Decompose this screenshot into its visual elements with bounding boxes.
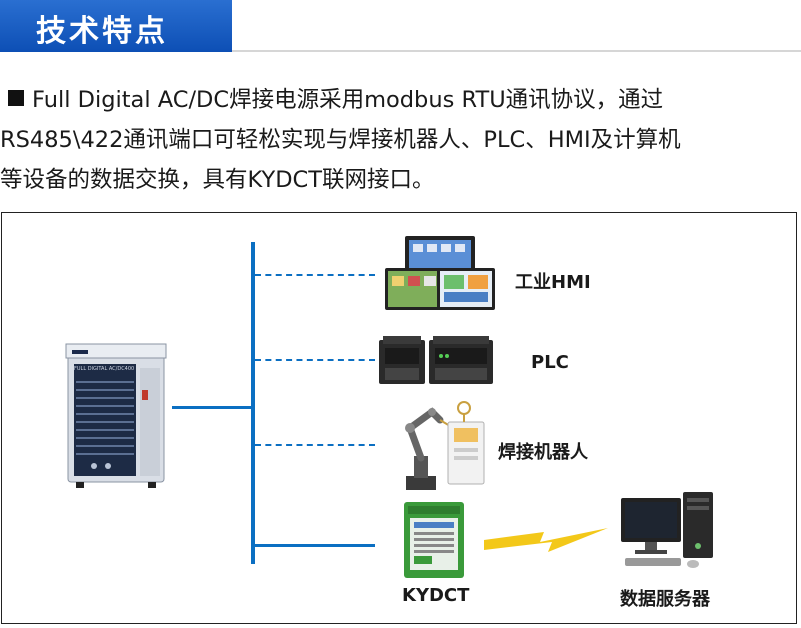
welder-brand-text: FULL DIGITAL AC/DC400 bbox=[74, 366, 135, 372]
wireless-link-lightning-icon bbox=[484, 528, 608, 552]
data-server-icon bbox=[621, 492, 713, 568]
section-title: 技术特点 bbox=[36, 14, 168, 49]
plc-icon bbox=[379, 336, 493, 384]
description-line-1: Full Digital AC/DC焊接电源采用modbus RTU通讯协议，通… bbox=[0, 80, 801, 120]
description-line-3: 等设备的数据交换，具有KYDCT联网接口。 bbox=[0, 167, 435, 193]
square-bullet-icon bbox=[8, 90, 24, 106]
network-diagram-frame bbox=[1, 212, 797, 624]
kydct-label: KYDCT bbox=[402, 585, 470, 606]
hmi-dashed-link bbox=[255, 274, 375, 276]
description-line-2: RS485\422通讯端口可轻松实现与焊接机器人、PLC、HMI及计算机 bbox=[0, 127, 681, 153]
communication-bus-line bbox=[251, 242, 255, 564]
kydct-solid-link bbox=[255, 544, 375, 547]
hmi-label: 工业HMI bbox=[515, 272, 591, 293]
header-divider bbox=[232, 50, 801, 52]
robot-label: 焊接机器人 bbox=[498, 442, 588, 463]
kydct-module-icon bbox=[404, 502, 464, 578]
power-source-link bbox=[172, 406, 253, 409]
plc-dashed-link bbox=[255, 359, 375, 361]
welding-robot-icon bbox=[405, 401, 485, 490]
hmi-panels-icon bbox=[385, 236, 495, 310]
server-label: 数据服务器 bbox=[620, 589, 710, 610]
robot-dashed-link bbox=[255, 444, 375, 446]
section-banner: 技术特点 bbox=[0, 0, 232, 52]
description: Full Digital AC/DC焊接电源采用modbus RTU通讯协议，通… bbox=[0, 80, 801, 200]
plc-label: PLC bbox=[531, 352, 569, 373]
welding-power-source-icon bbox=[65, 343, 167, 488]
